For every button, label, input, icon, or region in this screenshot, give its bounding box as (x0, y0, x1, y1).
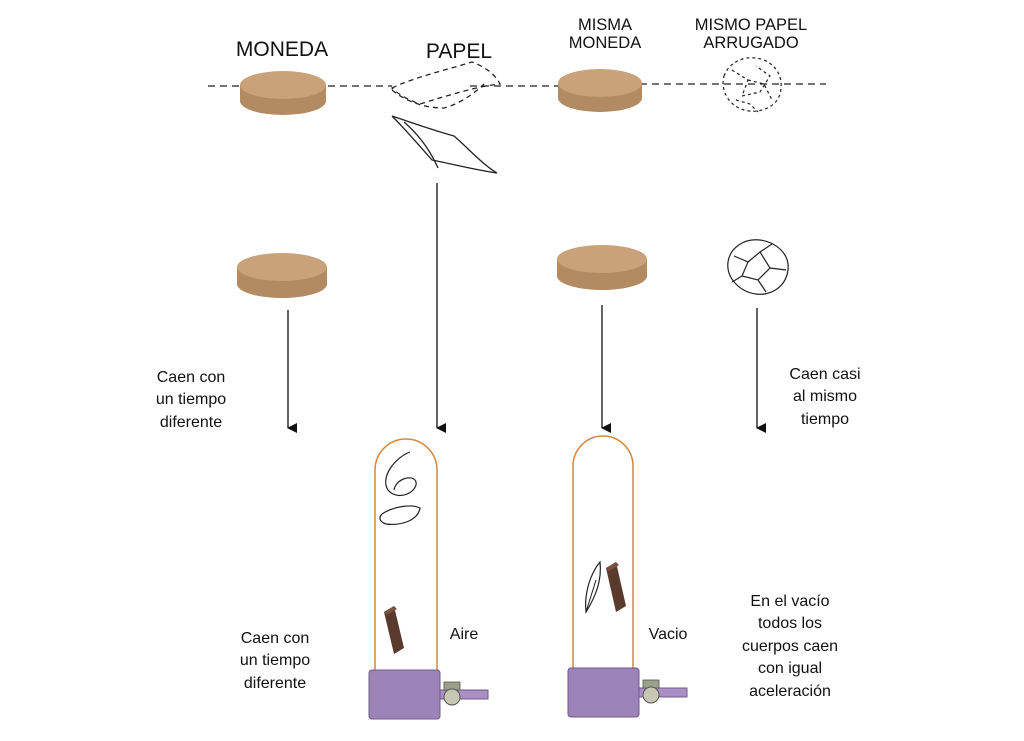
paper-sheet-icon (390, 61, 502, 109)
brick-icon (606, 562, 626, 612)
coin-icon (240, 71, 326, 115)
label-air: Aire (449, 626, 479, 643)
paper-sheet-icon (391, 115, 498, 174)
vacuum-tube-icon (567, 435, 688, 718)
note-left-air: Caen con un tiempo diferente (155, 369, 227, 431)
note-bottom-right: En el vacío todos los cuerpos caen con i… (741, 593, 839, 700)
label-same-coin: MISMA MONEDA (568, 16, 642, 53)
fall-arrow (287, 183, 766, 433)
coin-icon (237, 253, 327, 298)
vacuum-tube-icon (368, 438, 489, 720)
label-paper: PAPEL (425, 40, 493, 63)
coin-icon (558, 69, 642, 112)
note-crumpled: Caen casi al mismo tiempo (789, 366, 861, 428)
crumpled-paper-icon (727, 239, 789, 295)
feather-icon (585, 560, 601, 614)
coin-icon (557, 245, 647, 290)
label-same-paper: MISMO PAPEL ARRUGADO (694, 16, 808, 53)
brick-icon (384, 606, 404, 654)
valve-icon (439, 681, 489, 706)
label-coin: MONEDA (235, 38, 329, 61)
valve-icon (638, 679, 688, 704)
note-bottom-left: Caen con un tiempo diferente (239, 630, 311, 692)
crumpled-paper-icon (722, 57, 782, 113)
label-vacuum: Vacio (648, 626, 688, 643)
